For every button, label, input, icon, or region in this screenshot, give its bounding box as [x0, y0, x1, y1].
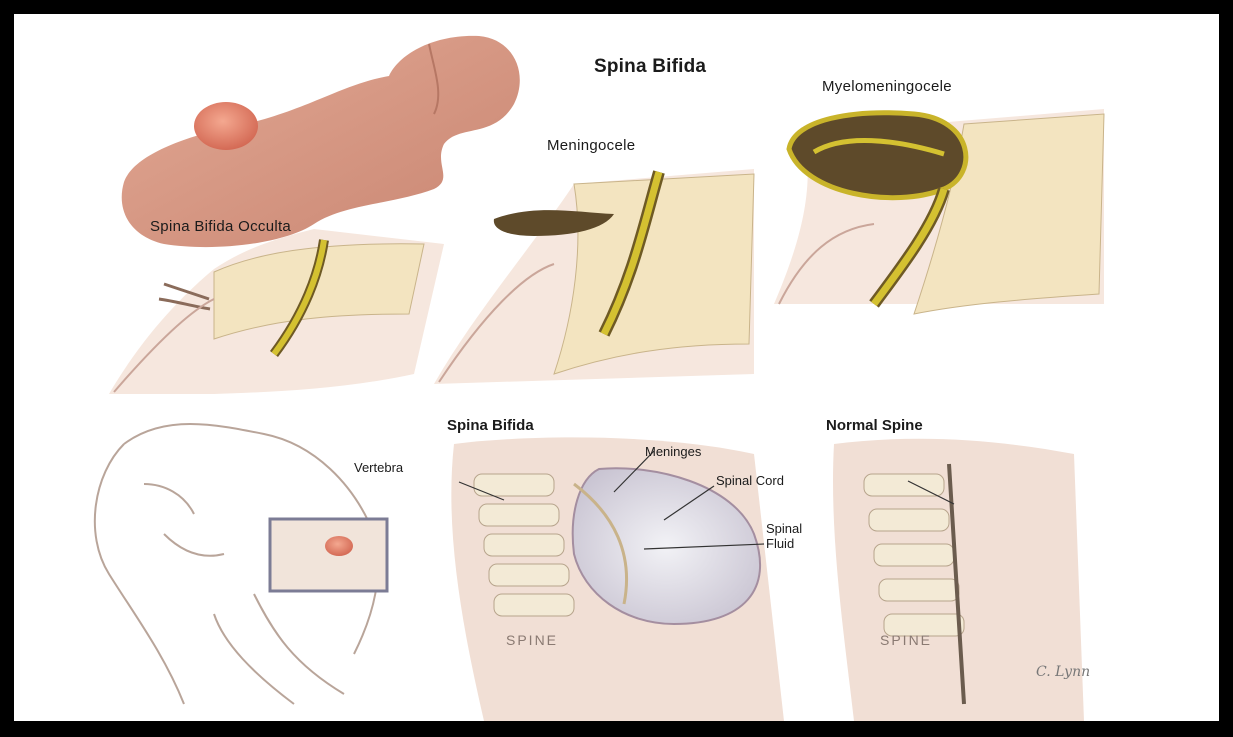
baby-back-illustration — [122, 36, 520, 247]
panel-label-myelomeningocele: Myelomeningocele — [822, 78, 952, 95]
panel-label-normal-spine: Normal Spine — [826, 417, 923, 434]
spine-label-left: SPINE — [506, 632, 558, 648]
myelomeningocele-spine-section — [774, 109, 1104, 314]
figure-title: Spina Bifida — [594, 56, 706, 78]
callout-spinal-fluid-line1: Spinal — [766, 521, 802, 536]
callout-vertebra: Vertebra — [354, 460, 403, 475]
zoom-box — [270, 519, 387, 591]
occulta-spine-section — [109, 229, 444, 394]
callout-spinal-fluid-line2: Fluid — [766, 536, 794, 551]
figure-frame: Spina Bifida Spina Bifida Occulta Mening… — [14, 14, 1219, 721]
panel-label-spina-bifida: Spina Bifida — [447, 417, 534, 434]
illustration — [14, 14, 1219, 721]
callout-spinal-cord: Spinal Cord — [716, 473, 784, 488]
artist-signature: C. Lynn — [1036, 664, 1090, 680]
callout-meninges: Meninges — [645, 444, 701, 459]
spine-label-right: SPINE — [880, 632, 932, 648]
panel-label-occulta: Spina Bifida Occulta — [150, 218, 291, 235]
meningocele-spine-section — [434, 169, 754, 384]
panel-label-meningocele: Meningocele — [547, 137, 635, 154]
